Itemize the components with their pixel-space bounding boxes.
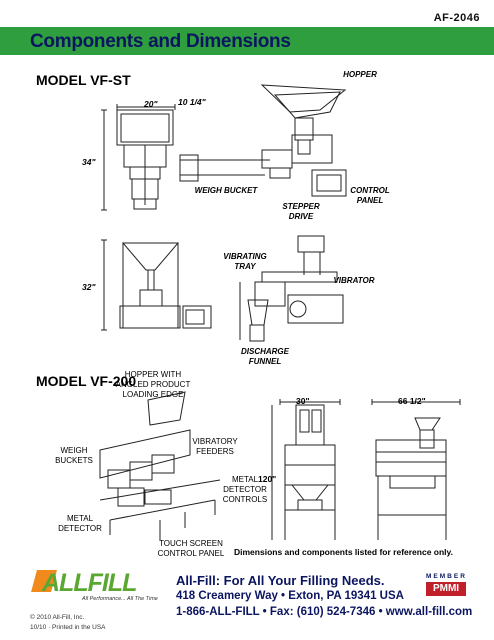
footer-tagline: All-Fill: For All Your Filling Needs. — [176, 573, 385, 588]
logo-text: ALLFILL — [42, 569, 137, 597]
copyright: © 2010 All-Fill, Inc. — [30, 614, 85, 621]
title-banner — [0, 27, 494, 55]
label-touch-screen: TOUCH SCREEN CONTROL PANEL — [157, 539, 225, 558]
vfst-width-dimension: 20" — [144, 99, 158, 109]
footer — [0, 560, 494, 640]
footer-address: 418 Creamery Way • Exton, PA 19341 USA — [176, 590, 404, 602]
printed-note: 10/10 · Printed in the USA — [30, 624, 106, 631]
vf200-side-view — [99, 391, 221, 540]
label-hopper-angled: HOPPER WITH ANGLED PRODUCT LOADING EDGE — [115, 370, 191, 399]
vf200-height-dimension: 120" — [258, 474, 277, 484]
label-stepper-drive: STEPPER DRIVE — [282, 202, 320, 221]
label-metal-detector-controls: METAL DETECTOR CONTROLS — [222, 475, 268, 504]
model-vfst-title: MODEL VF-ST — [36, 72, 131, 88]
label-discharge-funnel: DISCHARGE FUNNEL — [240, 347, 289, 366]
label-control-panel: CONTROL PANEL — [350, 186, 390, 205]
label-hopper: HOPPER — [343, 70, 377, 79]
label-vibrator: VIBRATOR — [333, 276, 375, 285]
allfill-logo: ALLFILL All Performance... All The Time — [30, 566, 158, 606]
vfst-front-view — [101, 104, 176, 211]
label-weigh-buckets: WEIGH BUCKETS — [55, 446, 93, 465]
logo-tagline: All Performance... All The Time — [82, 596, 158, 602]
member-label: MEMBER — [426, 573, 467, 580]
label-vibrating-tray: VIBRATING TRAY — [223, 252, 267, 271]
page-title: Components and Dimensions — [30, 31, 291, 52]
footer-phone: 1-866-ALL-FILL • Fax: (610) 524-7346 • w… — [176, 606, 473, 618]
pmmi-logo: PMMI — [426, 582, 466, 596]
model-vf200-title: MODEL VF-200 — [36, 373, 137, 389]
label-weigh-bucket: WEIGH BUCKET — [194, 186, 258, 195]
vfst-height-dimension: 34" — [82, 157, 96, 167]
label-vibratory-feeders: VIBRATORY FEEDERS — [192, 437, 238, 456]
vfst-height-dimension-2: 32" — [82, 282, 96, 292]
vfst-depth-dimension: 10 1/4" — [178, 97, 206, 107]
document-code: AF-2046 — [433, 12, 480, 24]
vfst-side-view — [179, 84, 347, 197]
reference-note: Dimensions and components listed for ref… — [234, 547, 453, 557]
label-metal-detector: METAL DETECTOR — [58, 514, 102, 533]
vf200-front-view — [271, 399, 341, 540]
vfst-side-view-2 — [239, 235, 344, 342]
vf200-width-dimension: 30" — [296, 396, 310, 406]
vf200-right-view — [371, 399, 461, 540]
vf200-depth-dimension: 66 1/2" — [398, 396, 426, 406]
vfst-front-view-2 — [101, 239, 212, 331]
